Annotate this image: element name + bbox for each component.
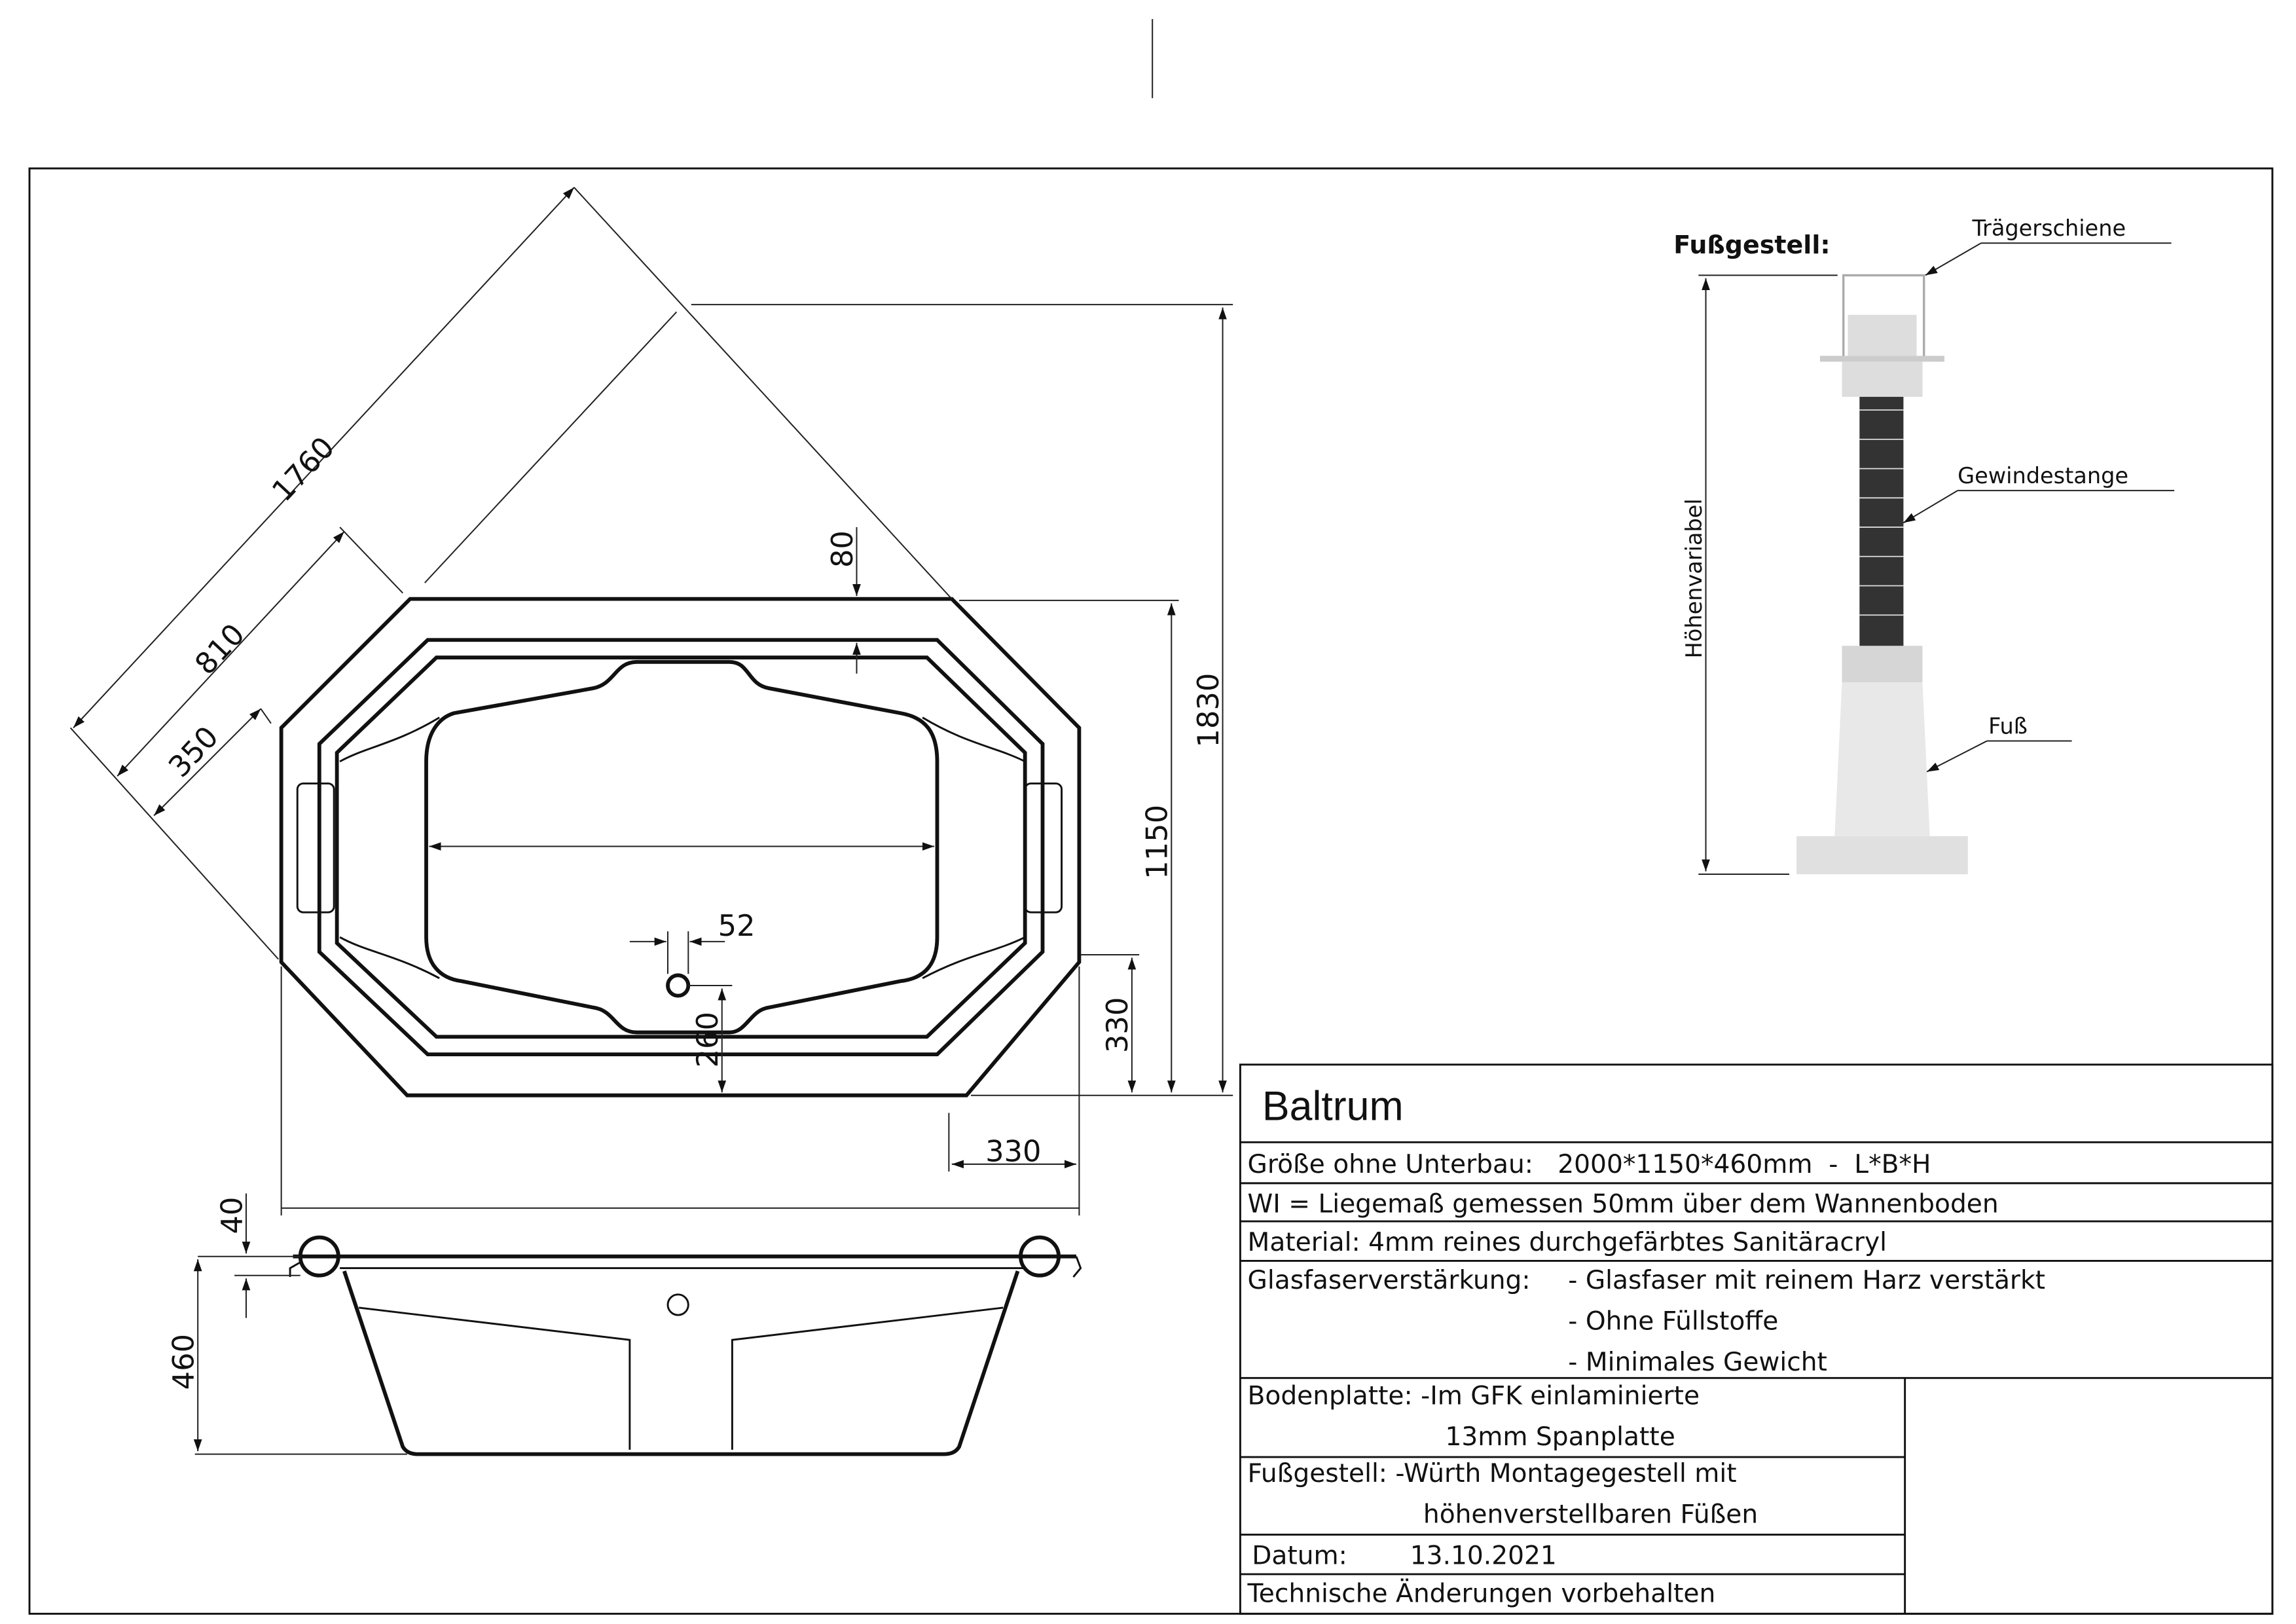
dim-330-vertical: 330 [1100,997,1135,1053]
spec-fiber-2: - Ohne Füllstoffe [1568,1307,1778,1337]
spec-size: Größe ohne Unterbau: 2000*1150*460mm - L… [1248,1150,1931,1179]
spec-frame-2: höhenverstellbaren Füßen [1423,1500,1758,1530]
dim-1150: 1150 [1140,805,1175,879]
dim-1760: 1760 [265,430,341,508]
dim-52: 52 [718,908,756,943]
spec-wi: WI = Liegemaß gemessen 50mm über dem Wan… [1248,1190,1999,1219]
spec-material: Material: 4mm reines durchgefärbtes Sani… [1248,1228,1887,1257]
spec-date-label: Datum: [1252,1541,1347,1570]
spec-base-1: Bodenplatte: -Im GFK einlaminierte [1248,1382,1700,1411]
dim-1830: 1830 [1191,673,1226,748]
tub-plan-view [279,597,1082,1098]
spec-note: Technische Änderungen vorbehalten [1247,1578,1716,1608]
spec-frame-1: Fußgestell: -Würth Montagegestell mit [1248,1459,1737,1488]
spec-fiber-3: - Minimales Gewicht [1568,1348,1827,1377]
tub-side-view: 40 460 [166,1193,1082,1456]
dim-350: 350 [162,720,225,784]
label-fuss: Fuß [1988,713,2028,739]
spec-base-2: 13mm Spanplatte [1445,1422,1675,1452]
foot-assembly-diagram: Fußgestell: Trägerschiene Gewindestange … [1673,215,2175,876]
spec-date: 13.10.2021 [1410,1541,1557,1570]
model-name: Baltrum [1262,1084,1404,1130]
dim-260: 260 [690,1012,725,1067]
plan-dimensions: 1760 810 350 1830 1150 330 330 80 52 260 [69,187,1233,1216]
dim-810: 810 [188,617,251,682]
drain-circle [666,973,691,998]
spec-fiber-1: - Glasfaser mit reinem Harz verstärkt [1568,1266,2045,1295]
label-hoehenvariabel: Höhenvariabel [1681,498,1707,658]
spec-table: Baltrum Größe ohne Unterbau: 2000*1150*4… [1239,1063,2274,1615]
drawing-frame [28,167,2274,1615]
spec-fiber-label: Glasfaserverstärkung: [1248,1266,1531,1295]
dim-330-horizontal: 330 [985,1134,1041,1168]
label-gewindestange: Gewindestange [1958,463,2128,489]
dim-80: 80 [825,530,860,568]
label-traegerschiene: Trägerschiene [1972,215,2126,241]
foot-title: Fußgestell: [1673,231,1830,259]
side-drain-circle [666,1293,689,1316]
dim-40: 40 [214,1197,249,1234]
dim-460: 460 [166,1334,200,1390]
